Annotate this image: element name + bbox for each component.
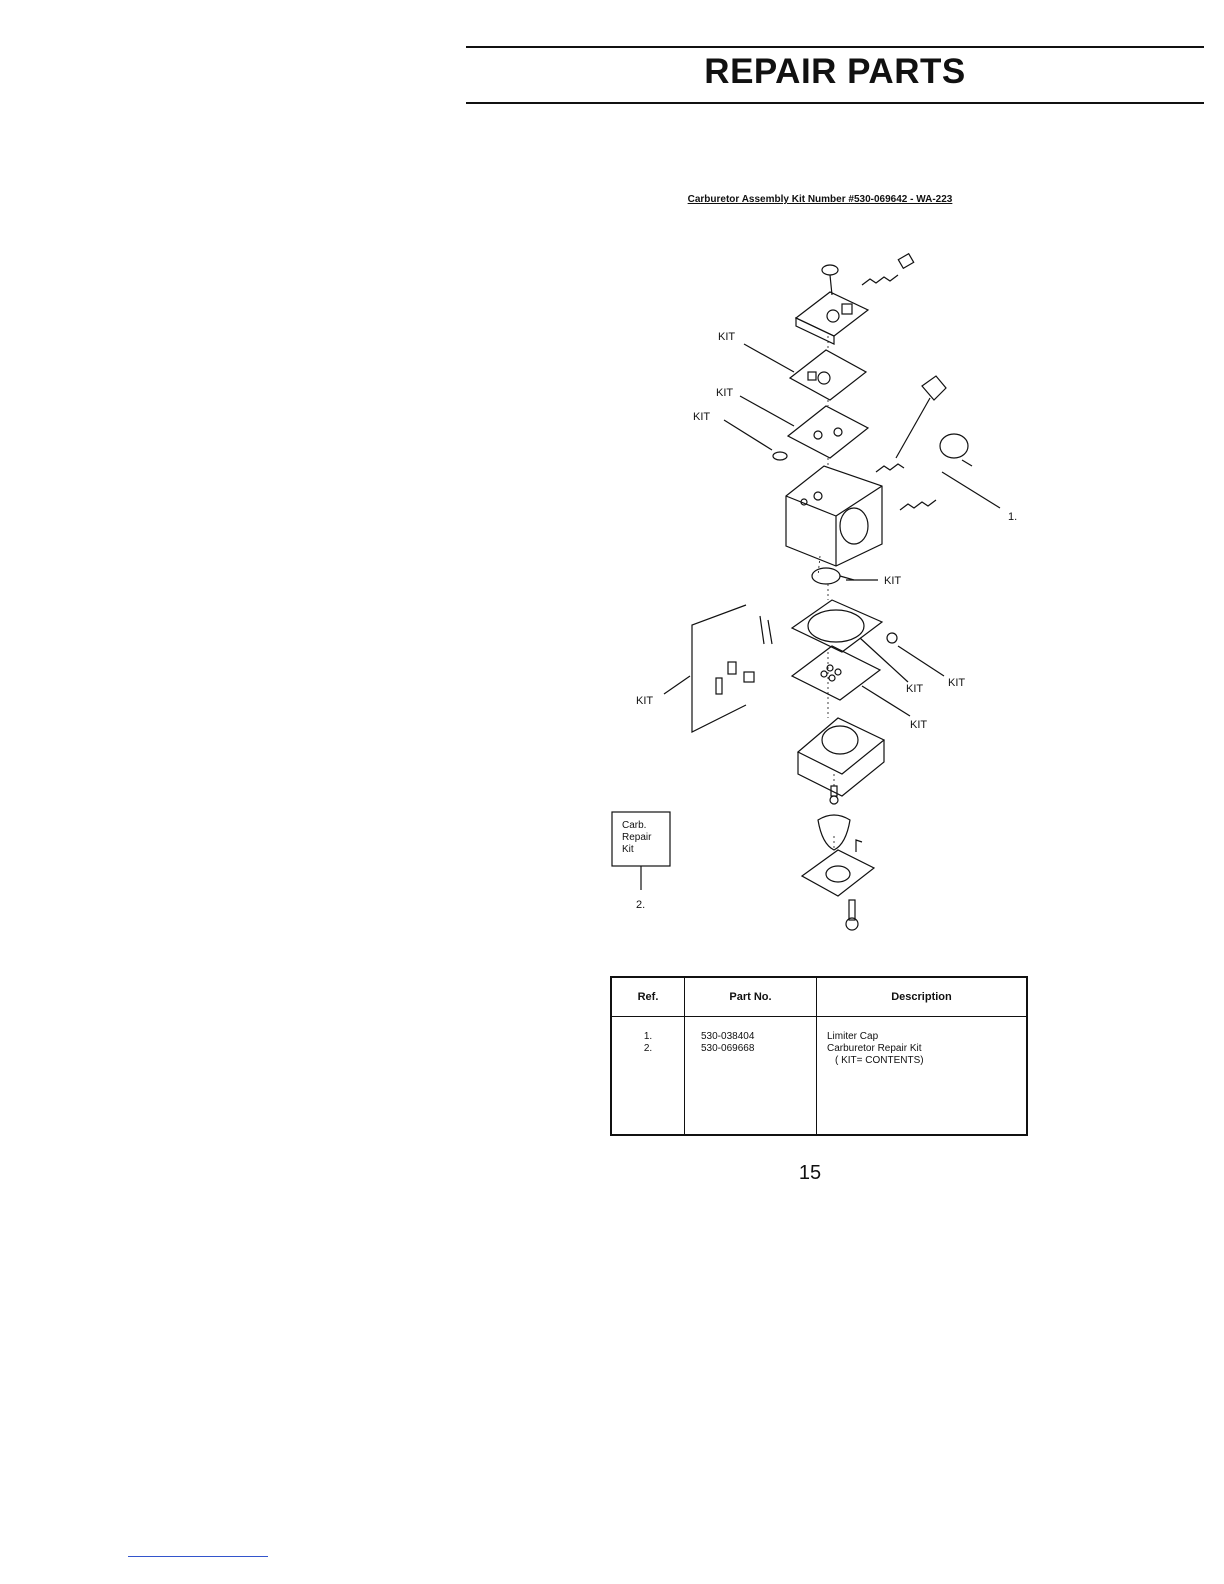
metering-diaphragm-part — [792, 600, 882, 652]
base-screw-part — [846, 900, 858, 930]
kit-callout-1: KIT — [718, 331, 735, 343]
carburetor-exploded-diagram: KIT KIT KIT KIT KIT KIT KIT KIT 1. 2. Ca… — [600, 240, 1040, 940]
page-title: REPAIR PARTS — [466, 52, 1204, 92]
needle-spring-set-part — [716, 616, 772, 694]
repair-kit-box-line-3: Kit — [622, 844, 634, 855]
description-value-2: Carburetor Repair Kit — [827, 1043, 1025, 1055]
kit-callout-4: KIT — [884, 575, 901, 587]
diagram-caption: Carburetor Assembly Kit Number #530-0696… — [600, 194, 1040, 205]
pump-diaphragm-part — [788, 406, 868, 458]
throttle-shaft-part — [896, 376, 972, 466]
description-cell: Limiter Cap Carburetor Repair Kit ( KIT=… — [817, 1017, 1028, 1136]
kit-callout-2: KIT — [716, 387, 733, 399]
parts-table-header-row: Ref. Part No. Description — [611, 977, 1027, 1017]
ref-label-1: 1. — [1008, 511, 1017, 523]
top-screw-part — [822, 254, 914, 295]
table-row: 1. 2. 530-038404 530-069668 Limiter Cap … — [611, 1017, 1027, 1136]
page-number: 15 — [760, 1162, 860, 1185]
ref-value-2: 2. — [613, 1043, 683, 1055]
carburetor-body-part — [786, 466, 882, 566]
kit-callout-7: KIT — [910, 719, 927, 731]
gasket-1-part — [790, 350, 866, 400]
repair-kit-box-line-1: Carb. — [622, 820, 646, 831]
col-header-description: Description — [817, 977, 1028, 1017]
adjust-screw-1-part — [876, 464, 904, 472]
base-plate-part — [802, 840, 874, 896]
adjust-screw-2-part — [900, 500, 936, 510]
header-bottom-rule — [466, 102, 1204, 104]
kit-callout-5: KIT — [906, 683, 923, 695]
ref-cell: 1. 2. — [611, 1017, 685, 1136]
part-no-value-1: 530-038404 — [701, 1031, 815, 1043]
kit-contents-note: ( KIT= CONTENTS) — [827, 1055, 1025, 1067]
metering-gasket-part — [792, 646, 880, 700]
parts-table: Ref. Part No. Description 1. 2. 530-0384… — [610, 976, 1028, 1136]
cover-plate-part — [796, 292, 868, 336]
description-value-1: Limiter Cap — [827, 1031, 1025, 1043]
ref-label-2: 2. — [636, 899, 645, 911]
header-top-rule — [466, 46, 1204, 48]
part-no-value-2: 530-069668 — [701, 1043, 815, 1055]
col-header-ref: Ref. — [611, 977, 685, 1017]
kit-callout-8: KIT — [636, 695, 653, 707]
small-ring-part — [773, 452, 787, 460]
ref-value-1: 1. — [613, 1031, 683, 1043]
fuel-bulb-part — [818, 815, 850, 850]
kit-callout-3: KIT — [693, 411, 710, 423]
repair-kit-box-line-2: Repair — [622, 832, 652, 843]
lever-part — [812, 568, 840, 584]
part-no-cell: 530-038404 530-069668 — [685, 1017, 817, 1136]
col-header-part-no: Part No. — [685, 977, 817, 1017]
kit-callout-6: KIT — [948, 677, 965, 689]
bottom-screw-part — [830, 786, 838, 804]
footer-link-underline — [128, 1556, 268, 1557]
